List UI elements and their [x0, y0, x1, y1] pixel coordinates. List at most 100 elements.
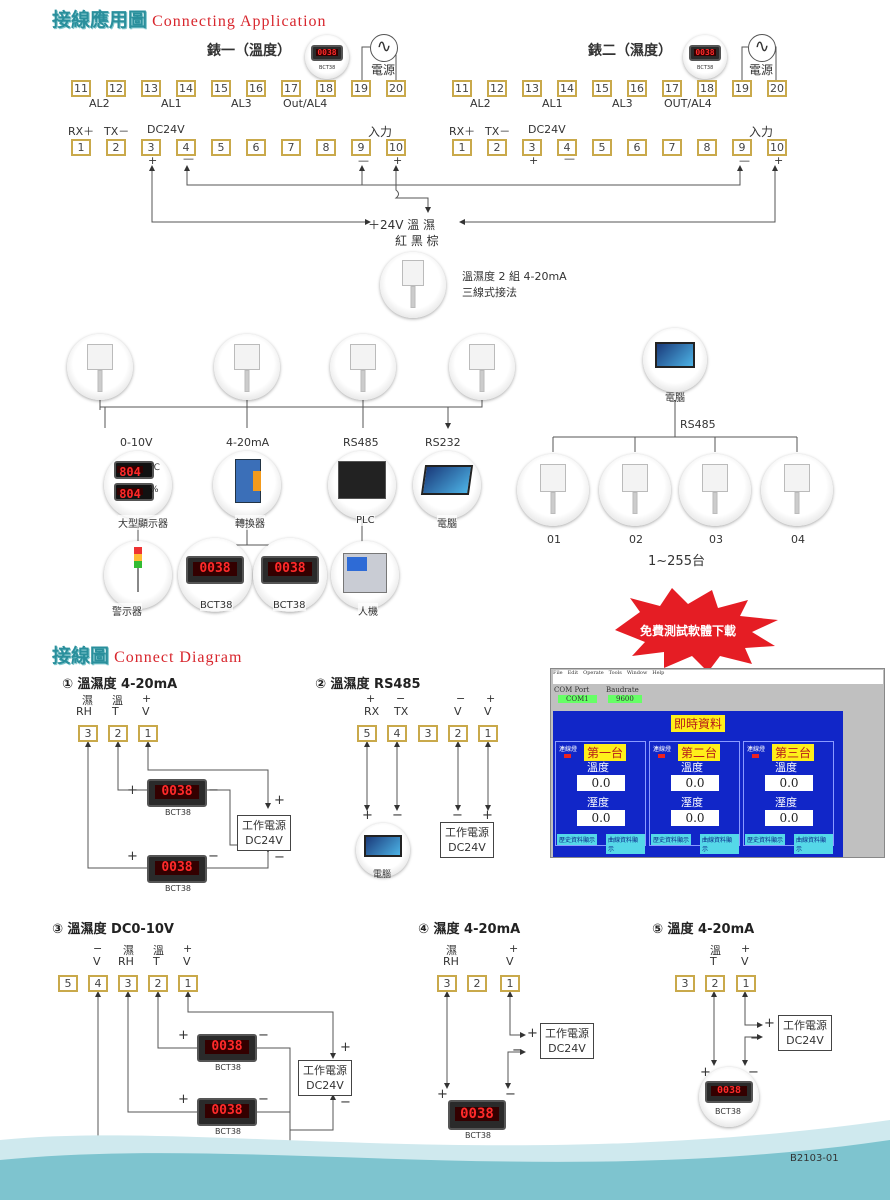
- bct38-display: 0038: [705, 1081, 753, 1103]
- large-display-panel: 804: [114, 483, 154, 501]
- curve-button[interactable]: 曲線資料顯示: [794, 834, 833, 854]
- terminal: 15: [592, 80, 612, 97]
- terminal-header: V: [183, 955, 191, 968]
- terminal: 1: [71, 139, 91, 156]
- terminal-header: V: [142, 705, 150, 718]
- humidity-value[interactable]: 0.0: [671, 810, 719, 826]
- terminal: 3: [522, 139, 542, 156]
- terminal-header: 濕: [82, 694, 93, 707]
- temperature-value[interactable]: 0.0: [577, 775, 625, 791]
- device-label: 警示器: [112, 603, 142, 618]
- polarity-sign: −: [748, 1065, 759, 1080]
- terminal: 3: [437, 975, 457, 992]
- connection-lamp-label: 連線燈: [747, 746, 766, 753]
- menu-item[interactable]: Window: [626, 670, 648, 676]
- alarm-light-segment: [134, 561, 142, 568]
- bct38-label: BCT38: [715, 1107, 741, 1116]
- history-button[interactable]: 歷史資料顯示: [745, 834, 786, 845]
- terminal: 8: [316, 139, 336, 156]
- realtime-heading: 即時資料: [671, 715, 726, 732]
- polarity-sign: −: [274, 850, 285, 865]
- polarity-sign: +: [178, 1028, 189, 1043]
- alarm-light-segment: [134, 547, 142, 554]
- plc-unit: [338, 461, 386, 499]
- humidity-value[interactable]: 0.0: [577, 810, 625, 826]
- alarm-light-photo: [104, 541, 172, 609]
- polarity-sign: +: [362, 808, 373, 823]
- display-reading: 0038: [204, 1104, 250, 1118]
- terminal-header: +: [509, 942, 519, 955]
- terminal-header: −: [93, 942, 103, 955]
- curve-button[interactable]: 曲線資料顯示: [700, 834, 739, 854]
- sensor-probe: [410, 286, 416, 308]
- com-port-select[interactable]: COM1: [558, 695, 597, 703]
- alarm-label: AL2: [89, 97, 110, 110]
- large-display-unit: %: [150, 485, 159, 495]
- terminal: 2: [487, 139, 507, 156]
- terminal: 16: [246, 80, 266, 97]
- bct38-photo: 0038: [178, 538, 252, 612]
- terminal: 6: [627, 139, 647, 156]
- terminal: 2: [448, 725, 468, 742]
- menu-item[interactable]: Tools: [608, 670, 622, 676]
- polarity-sign: −: [505, 1087, 516, 1102]
- polarity-sign: +: [178, 1092, 189, 1107]
- menu-item[interactable]: Edit: [567, 670, 579, 676]
- node-id-label: 02: [629, 533, 643, 546]
- connection-lamp: [658, 754, 665, 758]
- terminal: 18: [697, 80, 717, 97]
- transmitter-node-photo: [761, 454, 833, 526]
- menu-item[interactable]: Help: [652, 670, 665, 676]
- polarity-sign: +: [527, 1026, 538, 1041]
- sensor-body: [469, 344, 495, 370]
- menu-item[interactable]: Operate: [583, 670, 604, 676]
- temperature-value[interactable]: 0.0: [671, 775, 719, 791]
- history-button[interactable]: 歷史資料顯示: [651, 834, 692, 845]
- humidity-label: 溼度: [775, 796, 797, 809]
- terminal: 12: [106, 80, 126, 97]
- terminal-header: T: [112, 705, 119, 718]
- terminal-header: 濕: [446, 944, 457, 957]
- terminal: 10: [767, 139, 787, 156]
- device-label: 人機: [358, 603, 378, 618]
- laptop-screen: [420, 465, 474, 495]
- terminal: 1: [452, 139, 472, 156]
- promo-download-label[interactable]: 免費測試軟體下載: [640, 624, 737, 638]
- temperature-value[interactable]: 0.0: [765, 775, 813, 791]
- computer-photo: [413, 451, 481, 519]
- device-label: 大型顯示器: [118, 515, 168, 530]
- bus-label: RS485: [680, 418, 716, 431]
- humidity-value[interactable]: 0.0: [765, 810, 813, 826]
- polarity-sign: +: [764, 1016, 775, 1031]
- terminal: 13: [522, 80, 542, 97]
- terminal-header: −: [396, 692, 406, 705]
- menu-item[interactable]: File: [553, 670, 563, 676]
- sensor-probe: [244, 370, 250, 392]
- sensor-wire-labels: ＋24V 溫 濕: [368, 218, 436, 232]
- diagram-title: ③ 溫濕度 DC0-10V: [52, 922, 174, 937]
- terminal-header: V: [93, 955, 101, 968]
- alarm-light-pole: [137, 568, 139, 592]
- terminal-header: 濕: [123, 944, 134, 957]
- sensor-probe: [550, 492, 556, 514]
- diagram-title: ⑤ 溫度 4-20mA: [652, 922, 755, 937]
- device-label: 轉換器: [235, 515, 265, 530]
- terminal-function-label: 入力: [749, 125, 774, 139]
- terminal-header: +: [741, 942, 751, 955]
- converter-terminal: [253, 471, 261, 491]
- terminal: 20: [386, 80, 406, 97]
- terminal: 3: [118, 975, 138, 992]
- power-label: 工作電源: [445, 826, 489, 839]
- curve-button[interactable]: 曲線資料顯示: [606, 834, 645, 854]
- connection-lamp: [752, 754, 759, 758]
- history-button[interactable]: 歷史資料顯示: [557, 834, 598, 845]
- display-reading: 0038: [154, 861, 200, 875]
- baudrate-select[interactable]: 9600: [608, 695, 642, 703]
- polarity-sign: —: [564, 152, 575, 165]
- terminal: 9: [351, 139, 371, 156]
- display-reading: 0038: [455, 1106, 499, 1122]
- bct38-display: 0038: [261, 556, 319, 584]
- terminal: 11: [452, 80, 472, 97]
